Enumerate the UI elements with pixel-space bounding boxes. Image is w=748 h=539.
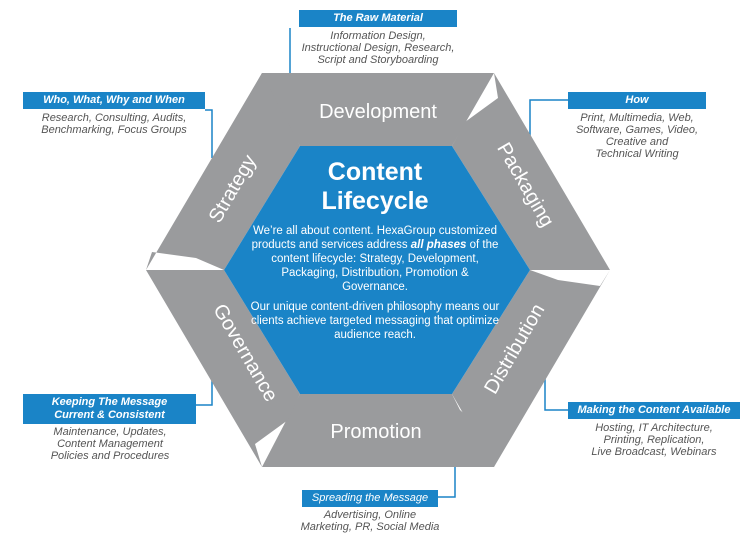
segment-strategy <box>146 73 300 270</box>
callout-desc-governance: Maintenance, Updates, Content Management… <box>50 426 170 462</box>
segment-packaging <box>452 73 610 270</box>
callout-desc-distribution: Hosting, IT Architecture, Printing, Repl… <box>591 422 717 458</box>
center-text: Content Lifecycle We’re all about conten… <box>250 158 500 384</box>
segment-label-development: Development <box>319 101 437 123</box>
callout-title-strategy: Who, What, Why and When <box>23 92 205 109</box>
callout-desc-promotion: Advertising, Online Marketing, PR, Socia… <box>300 509 440 533</box>
segment-promotion <box>262 394 500 467</box>
callout-title-governance: Keeping The Message Current & Consistent <box>23 394 196 424</box>
center-paragraph-2: Our unique content-driven philosophy mea… <box>250 301 500 341</box>
center-emphasis: all phases <box>410 239 467 251</box>
segment-label-promotion: Promotion <box>330 421 421 443</box>
center-paragraph-1: We’re all about content. HexaGroup custo… <box>251 225 499 293</box>
segment-governance <box>146 270 300 467</box>
center-title: Content Lifecycle <box>321 158 429 215</box>
callout-title-raw-material: The Raw Material <box>299 10 457 27</box>
segment-development <box>250 73 494 146</box>
segment-distribution <box>452 270 610 467</box>
callout-desc-strategy: Research, Consulting, Audits, Benchmarki… <box>41 112 187 136</box>
center-hexagon <box>224 146 530 394</box>
callout-desc-how: Print, Multimedia, Web, Software, Games,… <box>575 112 699 160</box>
callout-desc-raw-material: Information Design, Instructional Design… <box>301 30 455 66</box>
callout-title-promotion: Spreading the Message <box>302 490 438 507</box>
callout-title-how: How <box>568 92 706 109</box>
callout-title-distribution: Making the Content Available <box>568 402 740 419</box>
